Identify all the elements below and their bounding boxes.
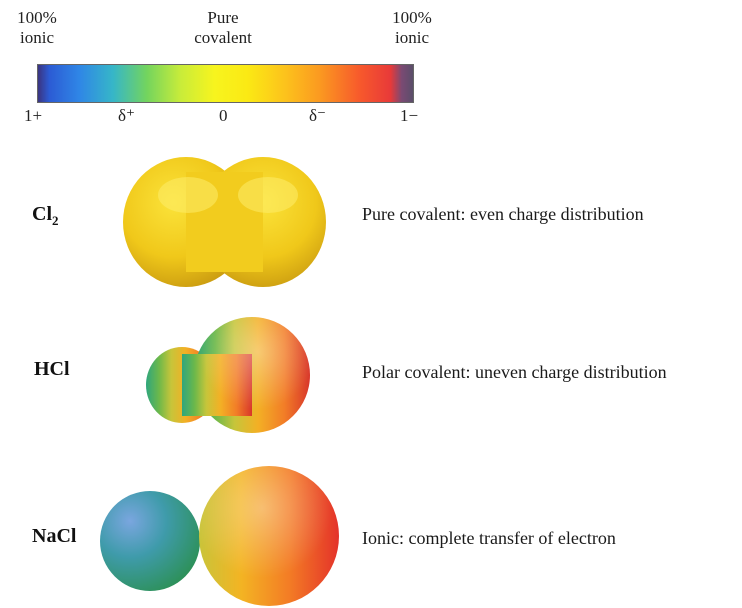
molecule-name-cl2-subscript: 2 (52, 213, 59, 228)
scale-right-label-line1: 100% (392, 8, 432, 27)
molecule-name-hcl-base: HCl (34, 358, 70, 380)
nacl-electron-density-model (100, 466, 339, 606)
tick-delta-plus: δ⁺ (118, 106, 135, 125)
scale-left-label: 100% ionic (10, 8, 64, 48)
charge-color-scale-bar (37, 64, 414, 103)
molecule-name-hcl: HCl (34, 358, 70, 381)
molecule-name-nacl: NaCl (32, 525, 76, 548)
tick-zero: 0 (219, 106, 228, 125)
hcl-electron-density-model (146, 317, 310, 433)
nacl-sodium-ion (100, 491, 200, 591)
scale-right-label-line2: ionic (395, 28, 429, 47)
scale-left-label-line2: ionic (20, 28, 54, 47)
scale-center-label-line2: covalent (194, 28, 252, 47)
scale-right-label: 100% ionic (385, 8, 439, 48)
hcl-description: Polar covalent: uneven charge distributi… (362, 362, 667, 382)
molecule-name-cl2: Cl2 (32, 203, 59, 229)
molecule-name-cl2-base: Cl (32, 203, 52, 225)
tick-1-plus: 1+ (24, 106, 43, 125)
scale-left-label-line1: 100% (17, 8, 57, 27)
tick-1-minus: 1− (400, 106, 419, 125)
cl2-electron-density-model (123, 157, 326, 287)
scale-center-label-line1: Pure (207, 8, 239, 27)
nacl-description: Ionic: complete transfer of electron (362, 528, 616, 548)
cl2-description: Pure covalent: even charge distribution (362, 204, 644, 224)
tick-delta-minus: δ⁻ (309, 106, 326, 125)
scale-center-label: Pure covalent (168, 8, 278, 48)
molecule-name-nacl-base: NaCl (32, 525, 77, 547)
